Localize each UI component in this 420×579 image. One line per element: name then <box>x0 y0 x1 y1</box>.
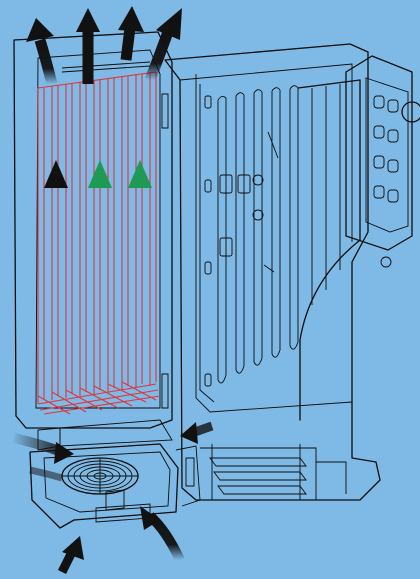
fan-icon <box>61 457 139 495</box>
terminal-block <box>200 444 347 500</box>
cool-air-arrow-icon <box>88 160 152 344</box>
drive-housing <box>164 43 420 501</box>
hot-air-arrow-icon <box>44 160 68 344</box>
keypad-panel <box>345 55 420 268</box>
intake-arrow-icon <box>12 421 214 575</box>
vent-slots <box>204 85 299 387</box>
airflow-arrow-icon <box>26 6 182 86</box>
fan-tray <box>29 419 201 529</box>
heatsink-fins <box>37 71 161 415</box>
